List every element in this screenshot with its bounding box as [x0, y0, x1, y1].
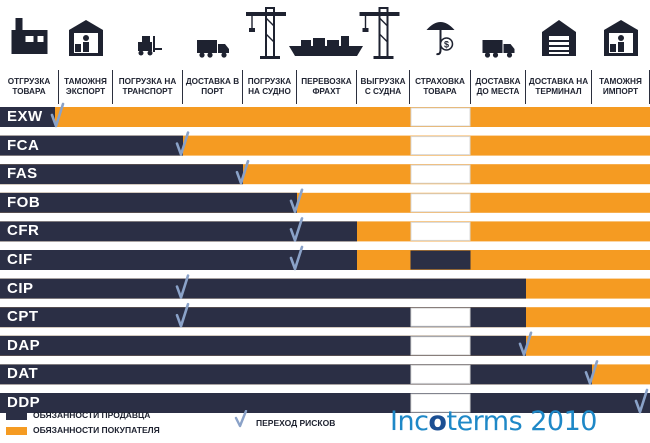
column-header-9: ДОСТАВКА НА ТЕРМИНАЛ [526, 70, 592, 104]
term-label-dap: DAP [7, 336, 41, 354]
column-header-8: ДОСТАВКА ДО МЕСТА [471, 70, 526, 104]
seller-bar-exw [0, 107, 55, 127]
warehouse-icon [542, 20, 576, 56]
crane-icon [246, 7, 286, 59]
legend-risk-check-icon [234, 410, 248, 428]
column-header-0: ОТГРУЗКА ТОВАРА [0, 70, 59, 104]
svg-text:$: $ [444, 40, 449, 50]
risk-check-icon-dap [518, 331, 533, 357]
risk-check-icon-cfr [289, 217, 304, 242]
risk-check-icon-fca [175, 131, 190, 156]
truck-icon [482, 40, 515, 58]
customs-icon [69, 20, 103, 56]
column-header-1: ТАМОЖНЯ ЭКСПОРТ [59, 70, 113, 104]
factory-icon [11, 18, 48, 54]
column-header-2: ПОГРУЗКА НА ТРАНСПОРТ [113, 70, 183, 104]
column-header-5: ПЕРЕВОЗКА ФРАХТ [297, 70, 357, 104]
legend-risk-label: ПЕРЕХОД РИСКОВ [256, 418, 336, 428]
term-label-ddp: DDP [7, 394, 41, 411]
incoterms-logo: Incoterms 2010 [390, 406, 597, 437]
seller-bar-dap [0, 335, 526, 356]
insurance-cell-dap [410, 336, 471, 356]
legend-seller-label: ОБЯЗАННОСТИ ПРОДАВЦА [33, 410, 151, 420]
seller-bar-cip [0, 278, 526, 299]
term-label-cip: CIP [7, 279, 34, 297]
ship-icon [289, 36, 363, 56]
customs-icon [604, 20, 638, 56]
term-label-cfr: CFR [7, 222, 40, 240]
term-label-fca: FCA [7, 136, 40, 154]
insurance-cell-ddp [410, 393, 471, 413]
risk-check-icon-cif [289, 245, 304, 271]
seller-bar-dat [0, 364, 592, 385]
risk-check-icon-fob [289, 188, 304, 214]
icon-strip: $ [11, 7, 638, 59]
legend-buyer-label: ОБЯЗАННОСТИ ПОКУПАТЕЛЯ [33, 425, 160, 435]
term-label-fob: FOB [7, 193, 41, 211]
legend-seller-swatch [6, 412, 27, 420]
column-header-7: СТРАХОВКА ТОВАРА [410, 70, 471, 104]
risk-check-icon-cip [175, 274, 190, 299]
seller-bar-cif [0, 250, 357, 270]
insurance-cell-fob [410, 193, 471, 213]
insurance-cell-cfr [410, 221, 471, 241]
seller-bar-fob [0, 192, 297, 213]
risk-check-icon-cpt [175, 302, 190, 328]
buyer-bar-exw [0, 107, 650, 127]
column-header-3: ДОСТАВКА В ПОРТ [183, 70, 243, 104]
risk-check-icon-ddp [634, 388, 649, 414]
insurance-cell-dat [410, 364, 471, 384]
term-label-fas: FAS [7, 165, 38, 183]
column-header-6: ВЫГРУЗКА С СУДНА [357, 70, 410, 104]
insurance-icon: $ [426, 22, 455, 56]
seller-bar-fas [0, 164, 243, 185]
column-header-4: ПОГРУЗКА НА СУДНО [243, 70, 297, 104]
seller-bar-cfr [0, 221, 357, 242]
seller-bar-ddp [0, 393, 650, 413]
insurance-cell-cip [410, 279, 471, 299]
legend-buyer-swatch [6, 427, 27, 435]
seller-bar-fca [0, 135, 183, 156]
insurance-cell-exw [410, 107, 471, 127]
risk-check-icon-fas [235, 159, 250, 185]
column-header-10: ТАМОЖНЯ ИМПОРТ [592, 70, 650, 104]
seller-bar-cpt [0, 307, 526, 328]
insurance-cell-cif [410, 250, 471, 270]
term-label-exw: EXW [7, 108, 43, 125]
term-label-cpt: CPT [7, 308, 39, 326]
risk-check-icon-dat [584, 360, 599, 385]
insurance-cell-cpt [410, 307, 471, 327]
risk-check-icon-exw [50, 102, 65, 128]
forklift-icon [138, 36, 162, 56]
insurance-cell-fca [410, 136, 471, 156]
crane-icon [359, 7, 400, 59]
term-label-cif: CIF [7, 251, 33, 268]
insurance-cell-fas [410, 164, 471, 184]
term-label-dat: DAT [7, 365, 39, 383]
truck-icon [197, 40, 229, 58]
